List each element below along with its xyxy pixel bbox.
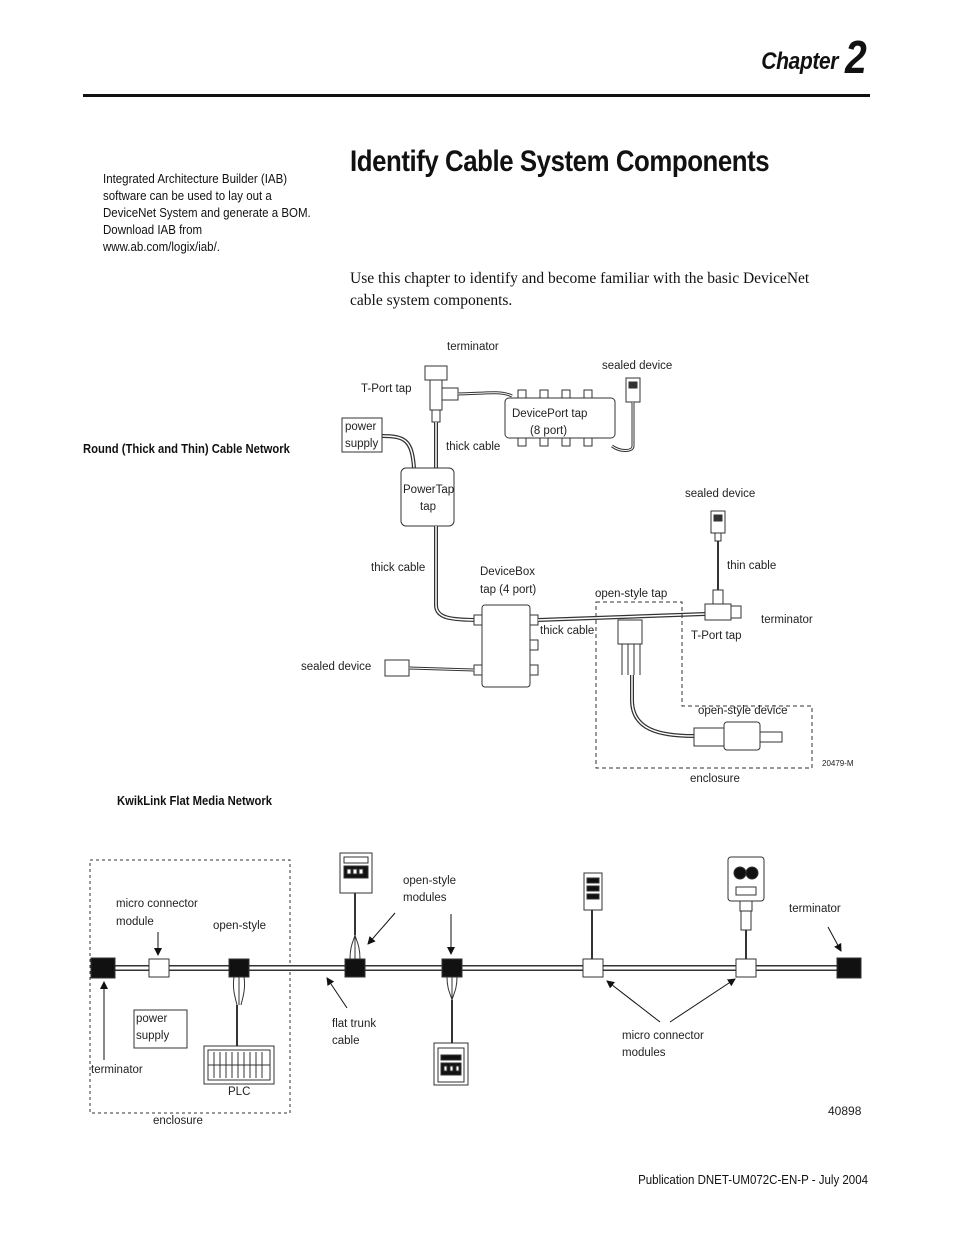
device-bottom (433, 1042, 469, 1086)
publication-footer: Publication DNET-UM072C-EN-P - July 2004 (638, 1173, 868, 1187)
sealed-device-left (384, 659, 475, 677)
chapter-number: 2 (845, 31, 867, 83)
label-supply: supply (345, 438, 378, 450)
label-sealed-device-right: sealed device (685, 488, 755, 500)
label-flat-supply: supply (136, 1030, 169, 1042)
chapter-label: Chapter (761, 48, 838, 75)
side-note: Integrated Architecture Builder (IAB) so… (103, 171, 311, 256)
label-enclosure-round: enclosure (690, 773, 740, 785)
intro-line: cable system components. (350, 292, 513, 309)
intro-paragraph: Use this chapter to identify and become … (350, 268, 870, 312)
label-thick-cable-top: thick cable (446, 441, 500, 453)
flat-power-supply-box (133, 1009, 188, 1049)
figure-caption-round: Round (Thick and Thin) Cable Network (83, 442, 290, 456)
flat-media-diagram (89, 852, 862, 1114)
device-top-left (339, 852, 373, 894)
t-port-tap-right (704, 589, 742, 621)
round-cable-diagram (341, 365, 813, 769)
sealed-device-top (611, 377, 641, 452)
label-t-port-tap-top: T-Port tap (361, 383, 412, 395)
devicebox (481, 604, 531, 688)
side-note-line: Download IAB from (103, 223, 203, 237)
figure-id-round: 20479-M (822, 759, 854, 768)
label-micro-module: micro connector (116, 898, 198, 910)
label-sealed-device-left: sealed device (301, 661, 371, 673)
label-open-style-tap: open-style tap (595, 588, 667, 600)
terminator-left (90, 957, 116, 979)
label-devicebox-ports: tap (4 port) (480, 584, 536, 596)
open-style-module-2 (441, 958, 463, 978)
label-flat-terminator-right: terminator (789, 903, 841, 915)
power-supply-box (341, 417, 383, 453)
intro-line: Use this chapter to identify and become … (350, 270, 810, 287)
open-style-connector-enclosure (228, 958, 250, 978)
label-sealed-device-top: sealed device (602, 360, 672, 372)
label-thick-cable-mid: thick cable (540, 625, 594, 637)
label-open-style: open-style (213, 920, 266, 932)
side-note-line: DeviceNet System and generate a BOM. (103, 206, 311, 220)
label-thin-cable: thin cable (727, 560, 776, 572)
flat-arrows (100, 912, 842, 1060)
label-powertap: PowerTap (403, 484, 454, 496)
label-t-port-tap-right: T-Port tap (691, 630, 742, 642)
side-note-link[interactable]: www.ab.com/logix/iab/. (103, 240, 220, 254)
label-micro-modules-2: modules (622, 1047, 666, 1059)
figure-caption-flat: KwikLink Flat Media Network (117, 794, 273, 808)
open-style-tap (617, 619, 643, 645)
device-top-mid (583, 872, 603, 911)
label-micro-module-2: module (116, 916, 154, 928)
photo-sensor (727, 856, 765, 931)
powertap-box (400, 467, 455, 527)
label-powertap-tap: tap (420, 501, 436, 513)
side-note-line: Integrated Architecture Builder (IAB) (103, 172, 288, 186)
label-deviceport: DevicePort tap (512, 408, 587, 420)
open-style-device (693, 721, 783, 751)
sealed-device-right (710, 510, 726, 542)
label-flat-enclosure: enclosure (153, 1115, 203, 1127)
label-flat-power: power (136, 1013, 167, 1025)
label-devicebox: DeviceBox (480, 566, 535, 578)
label-thick-cable-left: thick cable (371, 562, 425, 574)
label-terminator-top: terminator (447, 341, 499, 353)
label-flat-trunk: flat trunk (332, 1018, 376, 1030)
flat-enclosure-boundary (89, 859, 291, 1114)
label-deviceport-ports: (8 port) (530, 425, 567, 437)
label-open-style-modules-2: modules (403, 892, 447, 904)
open-style-module-1 (344, 958, 366, 978)
page-title: Identify Cable System Components (350, 145, 770, 178)
label-plc: PLC (228, 1086, 250, 1098)
label-open-style-device: open-style device (698, 705, 788, 717)
label-power: power (345, 421, 376, 433)
micro-connector-module-1 (582, 958, 604, 978)
header-rule (83, 94, 870, 97)
figure-id-flat: 40898 (828, 1104, 862, 1118)
side-note-line: software can be used to lay out a (103, 189, 272, 203)
enclosure-boundary (595, 601, 813, 769)
plc-device (203, 1045, 275, 1085)
terminator-right (836, 957, 862, 979)
label-open-style-modules: open-style (403, 875, 456, 887)
label-terminator-right: terminator (761, 614, 813, 626)
t-port-tap-top (424, 365, 459, 423)
micro-connector-module-2 (735, 958, 757, 978)
label-flat-terminator-left: terminator (91, 1064, 143, 1076)
label-flat-trunk-2: cable (332, 1035, 360, 1047)
deviceport-tap (504, 389, 616, 447)
micro-connector-module-enclosure (148, 958, 170, 978)
label-micro-modules: micro connector (622, 1030, 704, 1042)
